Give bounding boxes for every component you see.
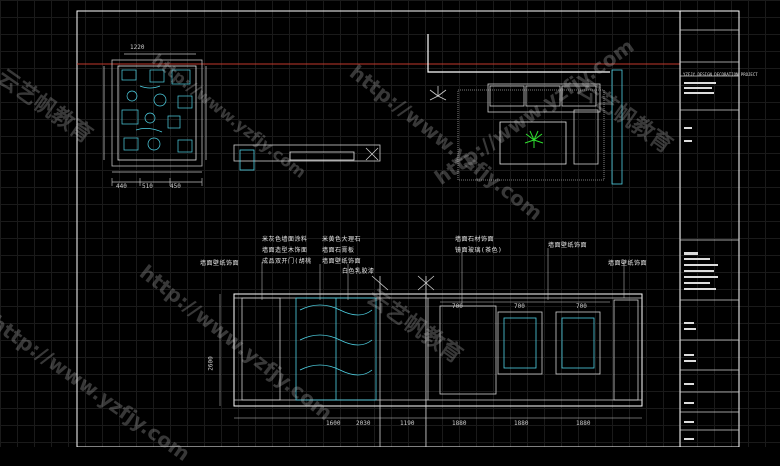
detail-section (233, 144, 381, 171)
annotation-2a: 米黄色大理石 (322, 236, 362, 243)
cad-drawing (76, 10, 740, 447)
annotation-left: 墙面壁纸饰面 (200, 260, 240, 267)
elev-bottom-dim-3: 1190 (400, 420, 415, 427)
plan-bottom-dim-2: 510 (142, 183, 153, 190)
annotation-1a: 米灰色墙面涂料 (262, 236, 308, 243)
floor-plan-small (103, 53, 207, 183)
wall-outline (427, 34, 610, 73)
elevation (233, 275, 643, 447)
annotation-2c: 墙面壁纸饰面 (322, 258, 362, 265)
elev-left-dim: 2600 (207, 356, 215, 371)
annotation-4a: 墙面石材饰面 (455, 236, 495, 243)
annotation-2b: 墙面石膏板 (322, 247, 355, 254)
sofa-plan (457, 69, 623, 185)
floor-plan-furniture (121, 69, 193, 153)
drawing-frame (76, 10, 740, 447)
plant-icon (524, 130, 544, 148)
elev-top-dim-2: 700 (514, 303, 525, 310)
leader-lines (261, 248, 625, 304)
floor-plan-dim-ticks (111, 178, 203, 186)
title-block-text-blocks (684, 82, 718, 440)
annotation-right: 墙面壁纸饰面 (548, 242, 588, 249)
annotation-1c: 成品双开门(胡桃 (262, 258, 312, 265)
plan-bottom-dim-1: 440 (116, 183, 127, 190)
plan-width-dim: 1220 (130, 44, 145, 51)
elevation-dim-lines (219, 294, 642, 419)
elev-bottom-dim-4: 1880 (452, 420, 467, 427)
elev-bottom-dim-6: 1880 (576, 420, 591, 427)
annotation-3: 白色乳胶漆 (342, 268, 375, 275)
elev-top-dim-1: 700 (452, 303, 463, 310)
palm-icon (429, 86, 447, 101)
annotation-4b: 镜面玻璃(茶色) (455, 247, 503, 254)
elev-bottom-dim-1: 1600 (326, 420, 341, 427)
elev-top-dim-3: 700 (576, 303, 587, 310)
title-block-rows (680, 29, 739, 431)
title-block-company: YZFJY DESIGN DECORATION PROJECT (683, 72, 758, 77)
plan-bottom-dim-3: 450 (170, 183, 181, 190)
annotation-far-right: 墙面壁纸饰面 (608, 260, 648, 267)
elev-bottom-dim-5: 1880 (514, 420, 529, 427)
annotation-1b: 墙面造型木饰面 (262, 247, 308, 254)
elev-bottom-dim-2: 2030 (356, 420, 371, 427)
